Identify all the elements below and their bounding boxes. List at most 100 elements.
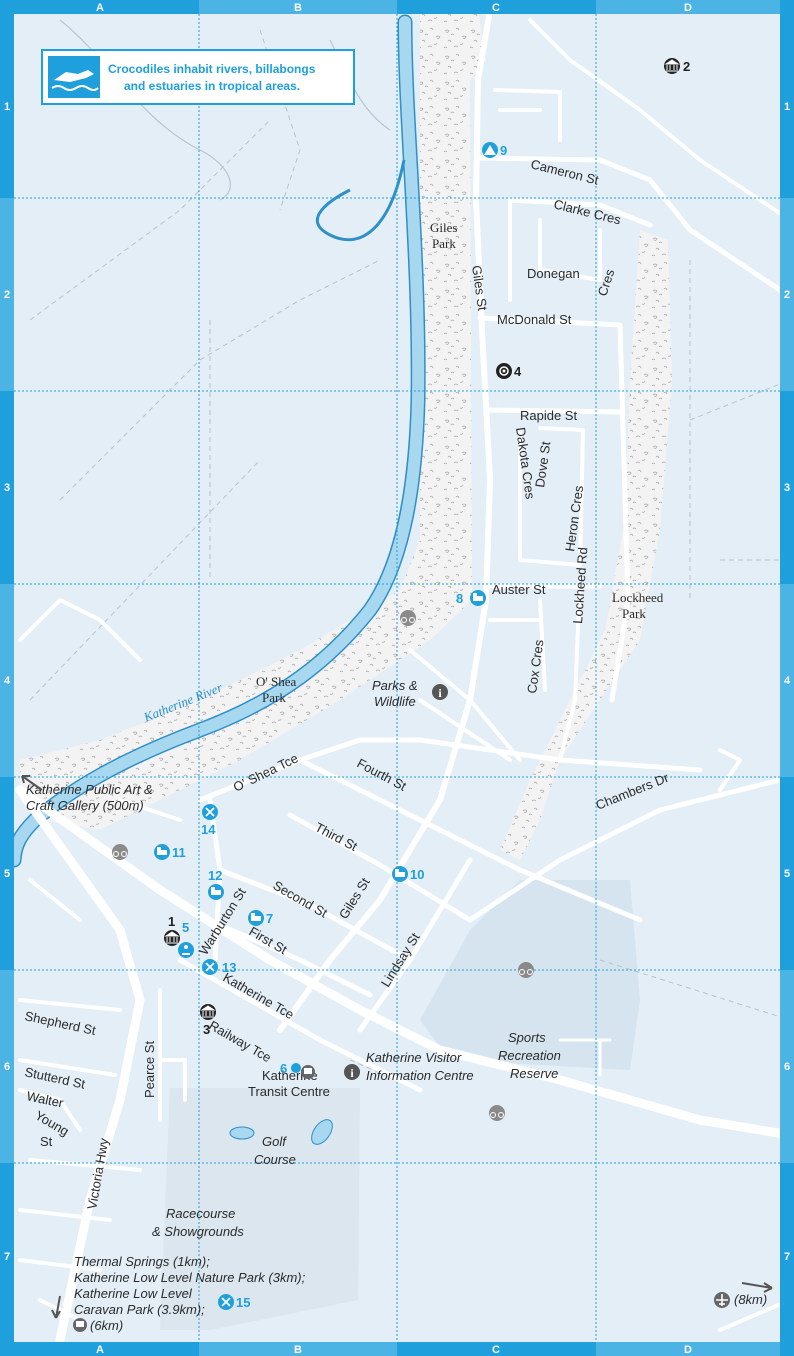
street-pearce: Pearce St (142, 1041, 157, 1098)
gallery-label-2: Craft Gallery (500m) (26, 798, 144, 813)
golf-pond-1 (229, 1126, 255, 1140)
airport-icon (714, 1292, 730, 1308)
parks-wildlife-label-2: Wildlife (374, 694, 416, 709)
sleeping-icon[interactable] (248, 910, 264, 926)
grid-row-7-left: 7 (4, 1251, 10, 1263)
racecourse-label-1: Racecourse (166, 1206, 235, 1221)
sports-reserve-label-3: Reserve (510, 1066, 558, 1081)
museum-icon[interactable] (664, 58, 680, 74)
shopping-icon[interactable] (291, 1063, 301, 1073)
grid-col-a-bottom: A (96, 1344, 104, 1356)
sports-reserve-label-1: Sports (508, 1030, 546, 1045)
grid-row-2-left: 2 (4, 289, 10, 301)
eating-icon[interactable] (218, 1294, 234, 1310)
grid-row-2-right: 2 (784, 289, 790, 301)
info-icon: i (432, 684, 448, 700)
oshea-park-label-1: O' Shea (256, 674, 296, 689)
sleeping-icon[interactable] (392, 866, 408, 882)
grid-row-1-left: 1 (4, 101, 10, 113)
crocodile-warning-line2: and estuaries in tropical areas. (124, 79, 300, 93)
museum-icon[interactable] (164, 930, 180, 946)
lockheed-park-bushland (500, 230, 672, 860)
giles-park-bushland (20, 10, 486, 830)
grid-row-6-right: 6 (784, 1061, 790, 1073)
grid-lines (14, 14, 780, 1342)
grid-row-5-right: 5 (784, 868, 790, 880)
marker-10-label: 10 (410, 867, 424, 882)
marker-5-label: 5 (182, 920, 189, 935)
grid-col-a-top: A (96, 2, 104, 14)
activity-icon[interactable] (178, 942, 194, 958)
lockheed-park-label-1: Lockheed (612, 590, 664, 605)
street-mcdonald: McDonald St (497, 312, 572, 327)
grid-col-c-bottom: C (492, 1344, 500, 1356)
grid-row-4-right: 4 (784, 675, 791, 687)
grid-col-d-bottom: D (684, 1344, 692, 1356)
marker-15-label: 15 (236, 1295, 250, 1310)
giles-park-label-2: Park (432, 236, 456, 251)
info-icon: i (344, 1064, 360, 1080)
thermal-springs-label-1: Thermal Springs (1km); (74, 1254, 210, 1269)
museum-icon[interactable] (200, 1004, 216, 1020)
visitor-centre-label-2: Information Centre (366, 1068, 474, 1083)
grid-col-d-top: D (684, 2, 692, 14)
marker-7-label: 7 (266, 911, 273, 926)
grid-row-7-right: 7 (784, 1251, 790, 1263)
marker-12-label: 12 (208, 868, 222, 883)
tributary (315, 159, 406, 242)
road-network (15, 7, 794, 1345)
airport-distance-label: (8km) (734, 1292, 767, 1307)
cycling-icon (113, 617, 533, 1118)
grid-row-6-left: 6 (4, 1061, 10, 1073)
thermal-springs-label-4: Caravan Park (3.9km); (74, 1302, 205, 1317)
svg-text:i: i (438, 686, 442, 700)
crocodile-warning-box: Crocodiles inhabit rivers, billabongs an… (41, 49, 355, 105)
transit-centre-label-2: Transit Centre (248, 1084, 330, 1099)
marker-14-label: 14 (201, 822, 216, 837)
street-donegan: Donegan (527, 266, 580, 281)
racecourse-label-2: & Showgrounds (152, 1224, 244, 1239)
gallery-label-1: Katherine Public Art & (26, 782, 153, 797)
street-giles-north: Giles St (469, 264, 490, 312)
marker-8-label: 8 (456, 591, 463, 606)
sleeping-icon[interactable] (470, 590, 486, 606)
bus-icon (301, 1065, 315, 1079)
grid-row-1-right: 1 (784, 101, 790, 113)
thermal-springs-label-3: Katherine Low Level (74, 1286, 193, 1301)
golf-course-label-1: Golf (262, 1134, 287, 1149)
marker-4-label: 4 (514, 364, 522, 379)
grid-row-3-right: 3 (784, 482, 790, 494)
camping-icon[interactable] (482, 142, 498, 158)
bus-distance-label: (6km) (90, 1318, 123, 1333)
marker-9-label: 9 (500, 143, 507, 158)
giles-park-label-1: Giles (430, 220, 457, 235)
svg-text:i: i (350, 1066, 354, 1080)
marker-13-label: 13 (222, 960, 236, 975)
parks-wildlife-label-1: Parks & (372, 678, 418, 693)
marker-1-label: 1 (168, 914, 175, 929)
katherine-river (8, 16, 425, 866)
sight-icon[interactable] (496, 363, 512, 379)
visitor-centre-label-1: Katherine Visitor (366, 1050, 462, 1065)
golf-course-label-2: Course (254, 1152, 296, 1167)
south-direction-arrow (51, 1295, 61, 1319)
grid-col-c-top: C (492, 2, 500, 14)
sports-reserve-label-2: Recreation (498, 1048, 561, 1063)
eating-icon[interactable] (202, 959, 218, 975)
grid-row-4-left: 4 (4, 675, 11, 687)
eating-icon[interactable] (202, 804, 218, 820)
grid-row-3-left: 3 (4, 482, 10, 494)
street-walter-young-st: St (40, 1134, 53, 1149)
grid-col-b-top: B (294, 2, 302, 14)
sleeping-icon[interactable] (154, 844, 170, 860)
grid-col-b-bottom: B (294, 1344, 302, 1356)
gallery-direction-arrow (21, 775, 43, 791)
sleeping-icon[interactable] (208, 884, 224, 900)
crocodile-warning-line1: Crocodiles inhabit rivers, billabongs (108, 62, 316, 76)
golf-pond-2 (311, 1119, 333, 1145)
street-dove: Dove St (532, 440, 553, 488)
marker-2-label: 2 (683, 59, 690, 74)
